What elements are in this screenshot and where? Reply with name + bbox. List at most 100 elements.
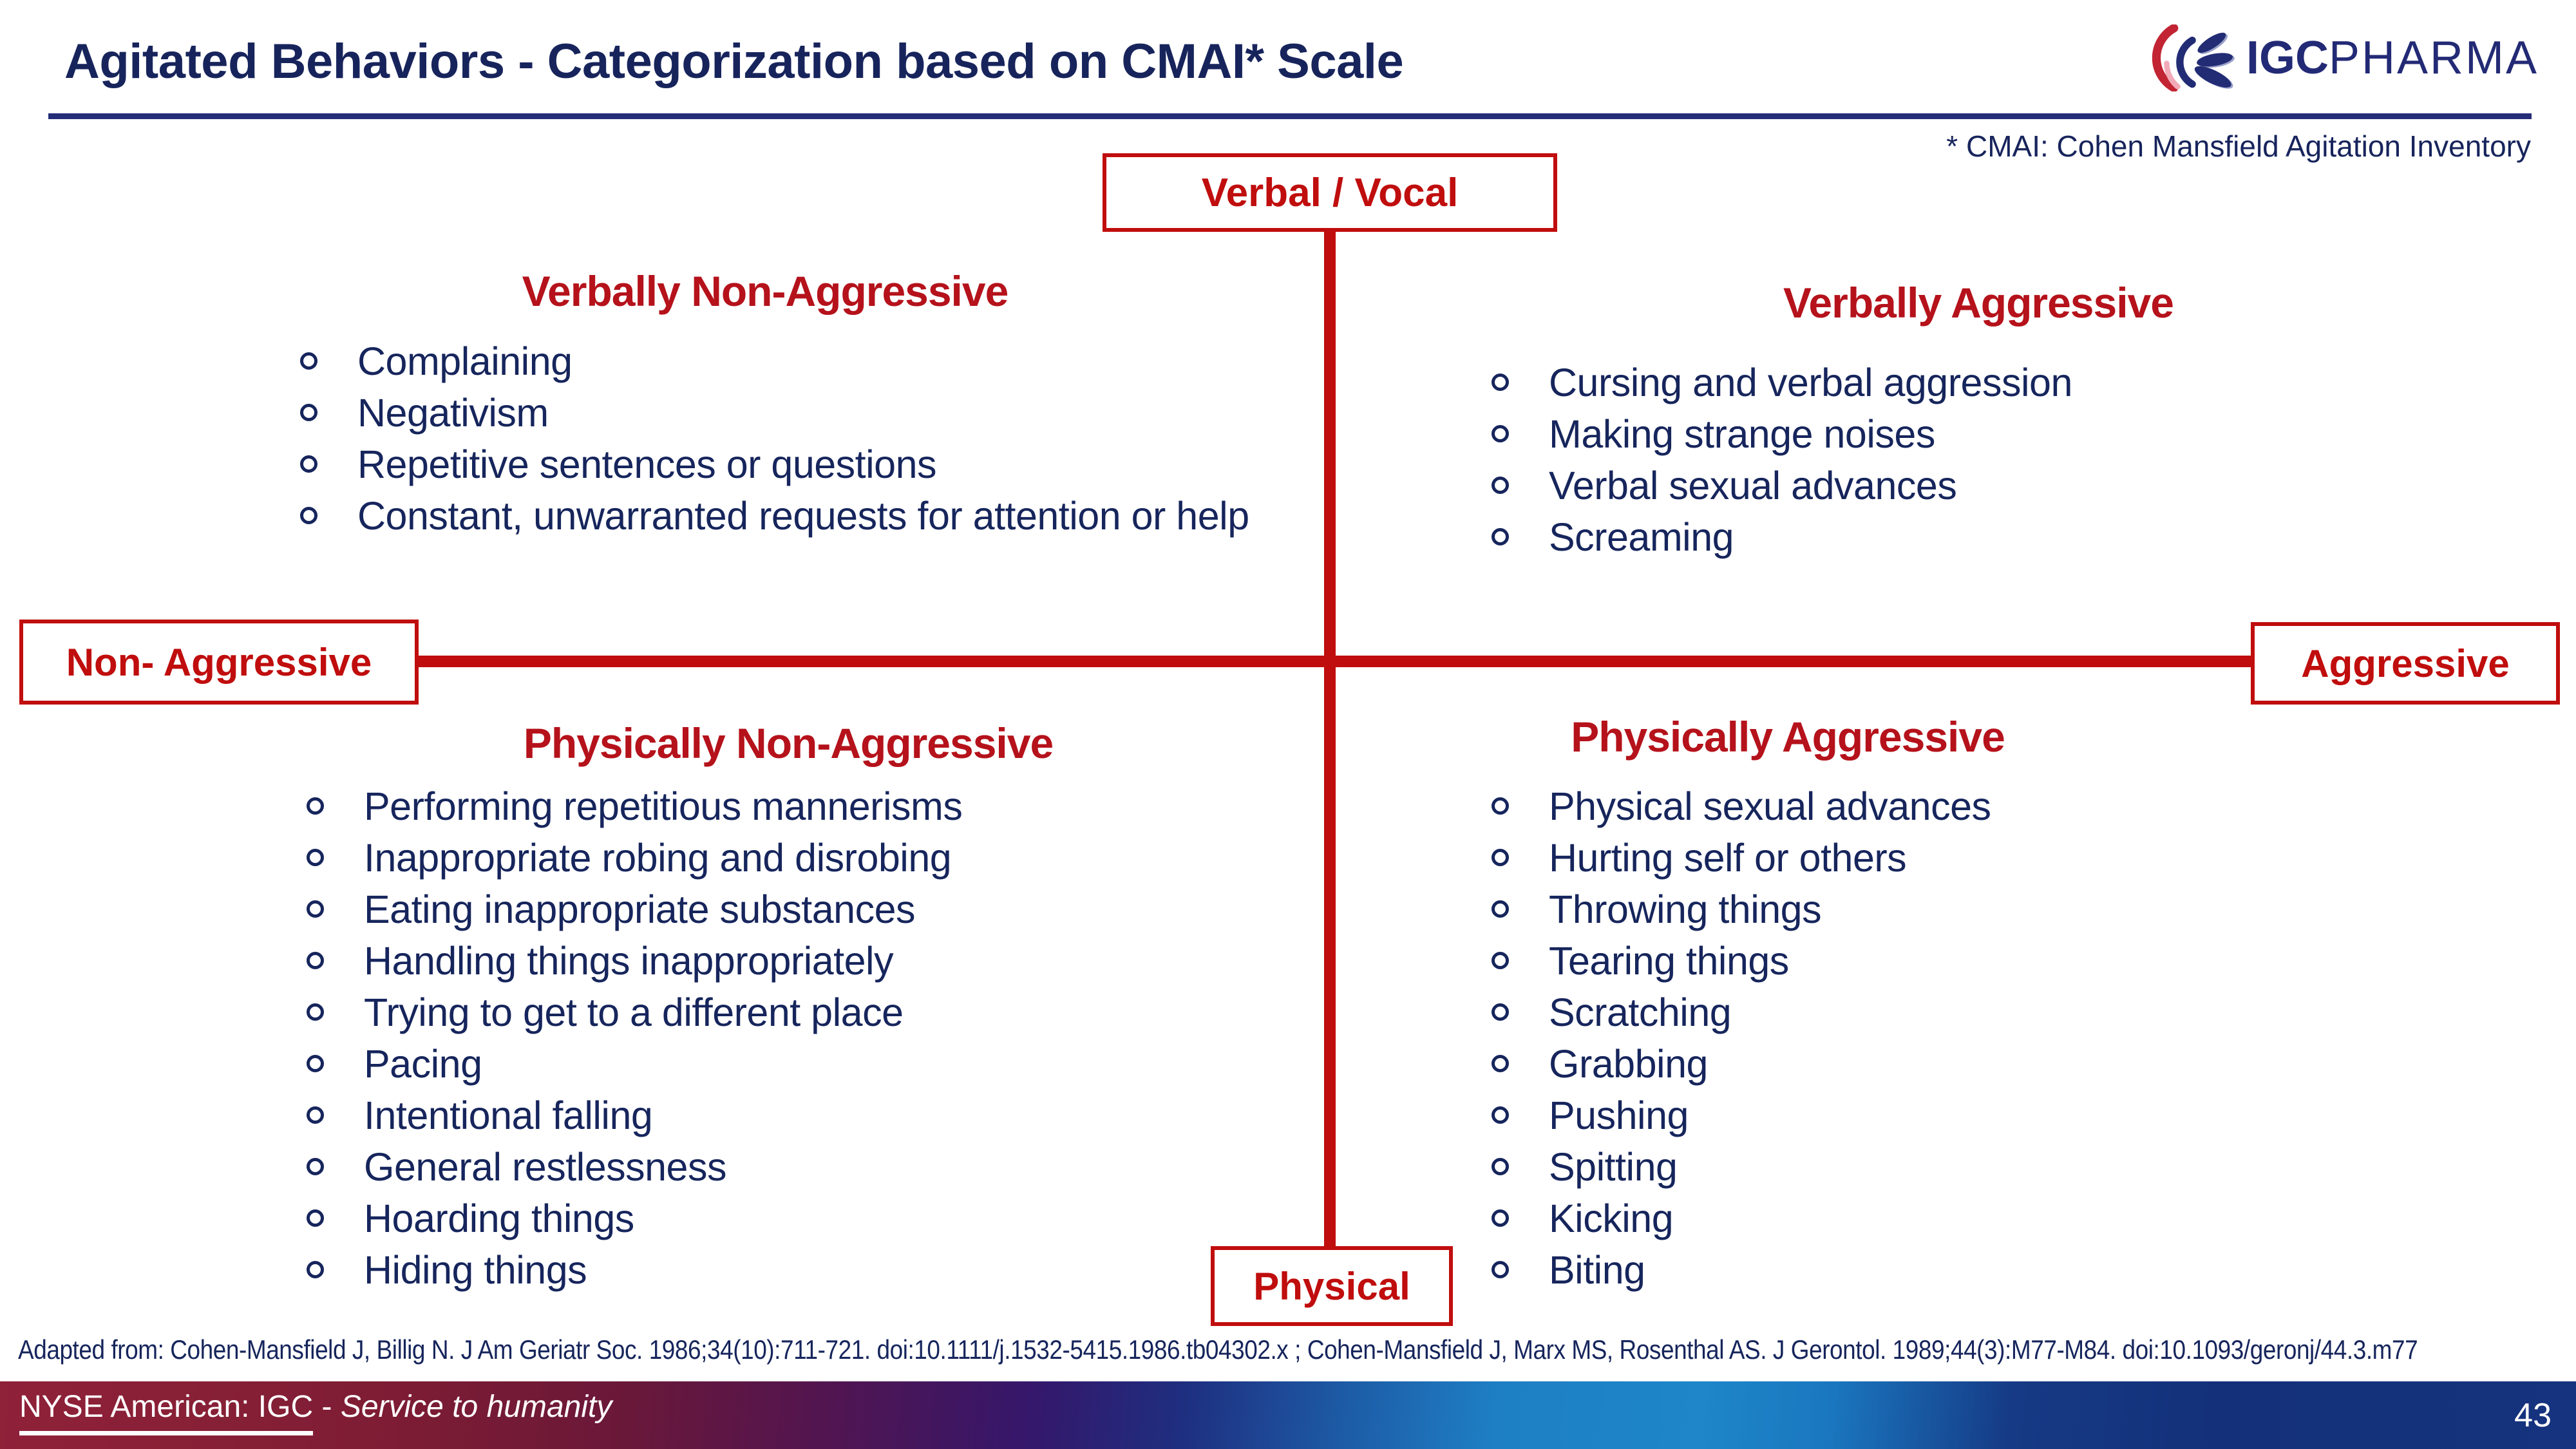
citation-text: Adapted from: Cohen-Mansfield J, Billig … (18, 1334, 2418, 1365)
list-item: Negativism (300, 387, 1249, 439)
circle-bullet-icon (307, 1158, 324, 1175)
circle-bullet-icon (1492, 1261, 1509, 1278)
list-item-text: Biting (1549, 1248, 1645, 1292)
list-item-text: Complaining (357, 339, 573, 383)
logo-text-pharma: PHARMA (2329, 32, 2539, 84)
heading-physically-aggressive: Physically Aggressive (1571, 713, 2005, 761)
igc-pharma-logo: IGCPHARMA (2151, 24, 2539, 91)
list-item: Pushing (1492, 1090, 1991, 1141)
ticker-text: NYSE American: IGC (19, 1389, 314, 1436)
list-item-text: Screaming (1549, 515, 1734, 559)
verbally-aggressive-list: Cursing and verbal aggression Making str… (1492, 357, 2072, 563)
list-item: Constant, unwarranted requests for atten… (300, 490, 1249, 542)
axis-label-verbal-vocal: Verbal / Vocal (1103, 153, 1557, 232)
list-item-text: Inappropriate robing and disrobing (364, 836, 952, 880)
page-number: 43 (2514, 1396, 2552, 1434)
physically-non-aggressive-list: Performing repetitious mannerisms Inappr… (307, 781, 963, 1296)
list-item: Performing repetitious mannerisms (307, 781, 963, 832)
axis-label-aggressive: Aggressive (2251, 622, 2560, 705)
list-item-text: Physical sexual advances (1549, 784, 1991, 828)
list-item-text: Pushing (1549, 1094, 1689, 1137)
list-item: Hiding things (307, 1244, 962, 1296)
circle-bullet-icon (1492, 425, 1509, 442)
logo-text-igc: IGC (2246, 32, 2329, 84)
list-item-text: Performing repetitious mannerisms (364, 784, 963, 828)
vertical-axis-line (1324, 229, 1336, 1249)
list-item-text: Trying to get to a different place (364, 990, 904, 1034)
footer-tagline: Service to humanity (340, 1390, 612, 1425)
list-item: Cursing and verbal aggression (1492, 357, 2072, 408)
list-item-text: Constant, unwarranted requests for atten… (357, 494, 1249, 538)
list-item: Tearing things (1492, 935, 1991, 987)
circle-bullet-icon (1492, 1106, 1509, 1124)
circle-bullet-icon (1492, 1003, 1509, 1021)
list-item-text: Handling things inappropriately (364, 939, 894, 983)
list-item-text: Kicking (1549, 1197, 1674, 1240)
list-item: Scratching (1492, 987, 1991, 1038)
page-title: Agitated Behaviors - Categorization base… (64, 34, 1404, 89)
list-item-text: Pacing (364, 1042, 482, 1086)
list-item: Spitting (1492, 1141, 1991, 1193)
circle-bullet-icon (1492, 528, 1509, 545)
axis-label-non-aggressive: Non- Aggressive (19, 620, 419, 705)
list-item-text: Cursing and verbal aggression (1549, 361, 2072, 404)
list-item: Making strange noises (1492, 408, 2072, 460)
list-item-text: Eating inappropriate substances (364, 887, 916, 931)
list-item-text: Making strange noises (1549, 412, 1935, 456)
list-item-text: Hurting self or others (1549, 836, 1907, 880)
list-item-text: Throwing things (1549, 887, 1822, 931)
circle-bullet-icon (307, 1209, 324, 1227)
circle-bullet-icon (1492, 900, 1509, 918)
horizontal-axis-line (412, 656, 2255, 667)
list-item: Eating inappropriate substances (307, 884, 962, 935)
circle-bullet-icon (307, 900, 324, 918)
list-item: Trying to get to a different place (307, 987, 962, 1038)
circle-bullet-icon (1492, 1209, 1509, 1227)
list-item: Repetitive sentences or questions (300, 439, 1249, 490)
circle-bullet-icon (300, 455, 317, 473)
footer-bar: NYSE American: IGC - Service to humanity… (0, 1381, 2576, 1449)
list-item: Throwing things (1492, 884, 1991, 935)
list-item: Hoarding things (307, 1193, 962, 1244)
list-item-text: Grabbing (1549, 1042, 1708, 1086)
list-item: Hurting self or others (1492, 832, 1991, 884)
list-item: Complaining (300, 336, 1249, 387)
axis-label-physical: Physical (1211, 1246, 1453, 1326)
circle-bullet-icon (307, 1055, 324, 1072)
list-item-text: Intentional falling (364, 1094, 653, 1137)
cmai-footnote: * CMAI: Cohen Mansfield Agitation Invent… (1946, 129, 2531, 163)
list-item: Biting (1492, 1244, 1991, 1296)
circle-bullet-icon (307, 797, 324, 815)
circle-bullet-icon (300, 404, 317, 421)
circle-bullet-icon (300, 352, 317, 370)
list-item-text: Spitting (1549, 1145, 1678, 1189)
list-item-text: General restlessness (364, 1145, 726, 1189)
heading-physically-non-aggressive: Physically Non-Aggressive (523, 719, 1054, 767)
circle-bullet-icon (1492, 1055, 1509, 1072)
circle-bullet-icon (307, 952, 324, 969)
list-item: Physical sexual advances (1492, 781, 1991, 832)
circle-bullet-icon (1492, 797, 1509, 815)
circle-bullet-icon (307, 849, 324, 866)
list-item: Intentional falling (307, 1090, 962, 1141)
circle-bullet-icon (1492, 1158, 1509, 1175)
list-item-text: Repetitive sentences or questions (357, 442, 937, 486)
logo-text: IGCPHARMA (2246, 32, 2539, 84)
list-item: Handling things inappropriately (307, 935, 962, 987)
circle-bullet-icon (1492, 374, 1509, 391)
list-item-text: Hoarding things (364, 1197, 634, 1240)
list-item: General restlessness (307, 1141, 962, 1193)
footer-dash: - (321, 1390, 332, 1425)
verbally-non-aggressive-list: Complaining Negativism Repetitive senten… (300, 336, 1249, 542)
list-item-text: Scratching (1549, 990, 1732, 1034)
list-item: Kicking (1492, 1193, 1991, 1244)
title-divider (48, 113, 2532, 119)
footer-text: NYSE American: IGC - Service to humanity (19, 1389, 612, 1436)
list-item: Inappropriate robing and disrobing (307, 832, 962, 884)
list-item: Pacing (307, 1038, 962, 1090)
circle-bullet-icon (307, 1003, 324, 1021)
circle-bullet-icon (307, 1261, 324, 1278)
heading-verbally-aggressive: Verbally Aggressive (1783, 279, 2174, 327)
circle-bullet-icon (1492, 849, 1509, 866)
